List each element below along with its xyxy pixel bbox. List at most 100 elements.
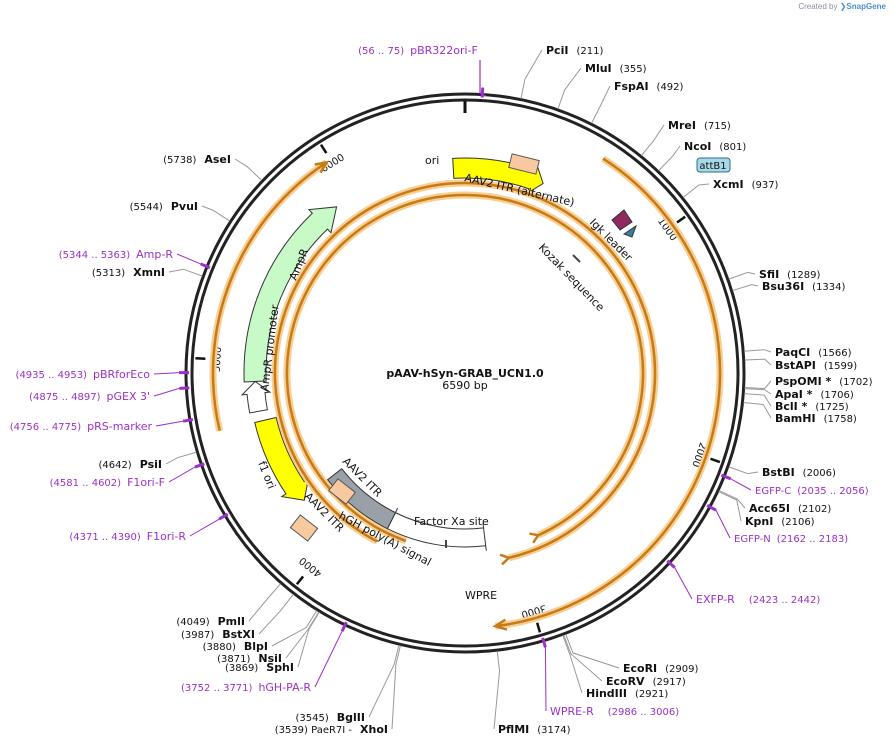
ampr-arrow[interactable] bbox=[243, 206, 338, 383]
scale-tick bbox=[195, 356, 206, 361]
site-leader-line bbox=[732, 284, 759, 292]
primer-label[interactable]: (3752 .. 3771)hGH-PA-R bbox=[181, 681, 311, 694]
site-leader-line bbox=[591, 85, 611, 124]
restriction-site-position: (211) bbox=[576, 46, 603, 57]
insert-arrow-outer[interactable] bbox=[495, 157, 722, 628]
primer-range: EXFP-R bbox=[696, 593, 735, 606]
restriction-site-position: (3880) bbox=[203, 642, 236, 653]
restriction-site-label[interactable]: PspOMI *(1702) bbox=[775, 375, 873, 388]
wpre-arrow-a-head bbox=[499, 553, 512, 566]
site-leader-line bbox=[285, 611, 320, 659]
primer-leader-line bbox=[544, 647, 547, 712]
restriction-site-label[interactable]: MreI(715) bbox=[668, 119, 731, 132]
restriction-site-label[interactable]: (3871)NsiI bbox=[217, 652, 282, 665]
restriction-site-label[interactable]: HindIII(2921) bbox=[586, 687, 668, 700]
restriction-site-name: AseI bbox=[204, 153, 231, 166]
restriction-site-name: PsiI bbox=[140, 458, 162, 471]
restriction-site-position: (715) bbox=[704, 121, 731, 132]
primer-label[interactable]: (5344 .. 5363)Amp-R bbox=[59, 248, 174, 261]
primer-label[interactable]: EXFP-R(2423 .. 2442) bbox=[696, 593, 820, 606]
restriction-site-label[interactable]: EcoRI(2909) bbox=[623, 662, 699, 675]
primer-label[interactable]: (4581 .. 4602)F1ori-F bbox=[50, 476, 165, 489]
restriction-site-label[interactable]: (5544)PvuI bbox=[130, 200, 198, 213]
restriction-site-label[interactable]: BstBI(2006) bbox=[762, 466, 836, 479]
restriction-site-label[interactable]: Acc65I(2102) bbox=[749, 502, 831, 515]
restriction-site-label[interactable]: PciI(211) bbox=[546, 44, 603, 57]
primer-name: pBR322ori-F bbox=[410, 44, 478, 57]
restriction-site-name: ApaI * bbox=[775, 388, 813, 401]
primer-leader-line bbox=[168, 466, 196, 483]
itr1-box[interactable] bbox=[328, 478, 356, 505]
primer-range: (4371 .. 4390) bbox=[69, 532, 141, 543]
restriction-site-name: BstBI bbox=[762, 466, 795, 479]
primer-label[interactable]: (4935 .. 4953)pBRforEco bbox=[16, 368, 151, 381]
backbone-arrow-outer[interactable] bbox=[211, 161, 328, 432]
restriction-site-position: (5313) bbox=[92, 268, 125, 279]
restriction-site-label[interactable]: PflMI(3174) bbox=[498, 723, 571, 736]
restriction-site-label[interactable]: (5738)AseI bbox=[163, 153, 231, 166]
igk-leader-arrow[interactable] bbox=[611, 209, 633, 231]
wpre-arrow-a[interactable] bbox=[273, 181, 657, 560]
primer-range: (5344 .. 5363) bbox=[59, 250, 131, 261]
primer-label[interactable]: (56 .. 75)pBR322ori-F bbox=[358, 44, 478, 57]
primer-label[interactable]: (4875 .. 4897)pGEX 3' bbox=[29, 390, 150, 403]
site-leader-line bbox=[258, 593, 294, 635]
restriction-site-label[interactable]: PaqCI(1566) bbox=[775, 346, 852, 359]
restriction-site-label[interactable]: (4049)PmlI bbox=[176, 615, 245, 628]
kozak-sequence-arrow[interactable] bbox=[622, 224, 637, 238]
restriction-site-label[interactable]: ApaI *(1706) bbox=[775, 388, 854, 401]
site-leader-line bbox=[682, 183, 710, 198]
restriction-site-label[interactable]: BstAPI(1599) bbox=[775, 359, 857, 372]
restriction-site-name: SfiI bbox=[759, 268, 779, 281]
restriction-site-label[interactable]: Bsu36I(1334) bbox=[762, 280, 846, 293]
attb1-badge[interactable] bbox=[696, 157, 731, 173]
primer-label[interactable]: EGFP-C(2035 .. 2056) bbox=[755, 486, 869, 497]
wpre-box[interactable] bbox=[386, 511, 487, 551]
restriction-site-label[interactable]: (4642)PsiI bbox=[98, 458, 162, 471]
restriction-site-label[interactable]: EcoRV(2917) bbox=[606, 675, 686, 688]
primer-label[interactable]: WPRE-R(2986 .. 3006) bbox=[550, 705, 679, 718]
restriction-site-label[interactable]: (3869)SphI bbox=[225, 661, 294, 674]
restriction-site-label[interactable]: (3539) PaeR7I -XhoI bbox=[275, 723, 388, 736]
kozak-mark bbox=[572, 254, 581, 263]
restriction-site-label[interactable]: MluI(355) bbox=[585, 62, 647, 75]
site-leader-line bbox=[718, 490, 746, 509]
scale-tick bbox=[295, 575, 305, 586]
restriction-site-label[interactable]: (5313)XmnI bbox=[92, 266, 165, 279]
restriction-site-position: (1758) bbox=[824, 414, 857, 425]
restriction-site-label[interactable]: BclI *(1725) bbox=[775, 400, 849, 413]
primer-leader-line bbox=[189, 518, 220, 537]
restriction-site-label[interactable]: SfiI(1289) bbox=[759, 268, 821, 281]
site-leader-line bbox=[297, 611, 320, 668]
restriction-site-label[interactable]: FspAI(492) bbox=[614, 80, 684, 93]
restriction-site-label[interactable]: KpnI(2106) bbox=[745, 515, 815, 528]
restriction-site-label[interactable]: (3545)BglII bbox=[296, 711, 365, 724]
primer-label[interactable]: EGFP-N(2162 .. 2183) bbox=[734, 534, 848, 545]
primer-mark bbox=[706, 504, 717, 512]
site-leader-line bbox=[718, 491, 742, 522]
primer-leader-line bbox=[479, 60, 487, 97]
feature-label-wpre: WPRE bbox=[465, 589, 497, 602]
site-leader-line bbox=[744, 393, 772, 407]
restriction-site-position: (3539) PaeR7I - bbox=[275, 725, 353, 736]
f1ori-arrow[interactable] bbox=[254, 416, 310, 501]
ampr-promoter-arrow[interactable] bbox=[240, 380, 272, 414]
restriction-site-name: BstXI bbox=[222, 628, 255, 641]
site-leader-line bbox=[744, 388, 772, 395]
primer-mark bbox=[182, 418, 194, 423]
itr-alt-box[interactable] bbox=[508, 153, 540, 175]
restriction-site-label[interactable]: XcmI(937) bbox=[713, 178, 779, 191]
site-leader-line bbox=[744, 349, 772, 353]
restriction-site-label[interactable]: NcoI(801) bbox=[684, 140, 746, 153]
restriction-site-position: (2921) bbox=[635, 689, 668, 700]
scale-tick bbox=[319, 143, 328, 154]
restriction-site-label[interactable]: (3880)BlpI bbox=[203, 640, 268, 653]
restriction-site-label[interactable]: BamHI(1758) bbox=[775, 412, 857, 425]
primer-label[interactable]: (4371 .. 4390)F1ori-R bbox=[69, 530, 186, 543]
restriction-site-position: (5544) bbox=[130, 202, 163, 213]
restriction-site-label[interactable]: (3987)BstXI bbox=[181, 628, 255, 641]
wpre-arrow-b[interactable] bbox=[285, 193, 645, 543]
itr2-box[interactable] bbox=[289, 514, 319, 542]
snapgene-logo-icon: ❯ bbox=[839, 2, 847, 11]
primer-label[interactable]: (4756 .. 4775)pRS-marker bbox=[10, 420, 153, 433]
